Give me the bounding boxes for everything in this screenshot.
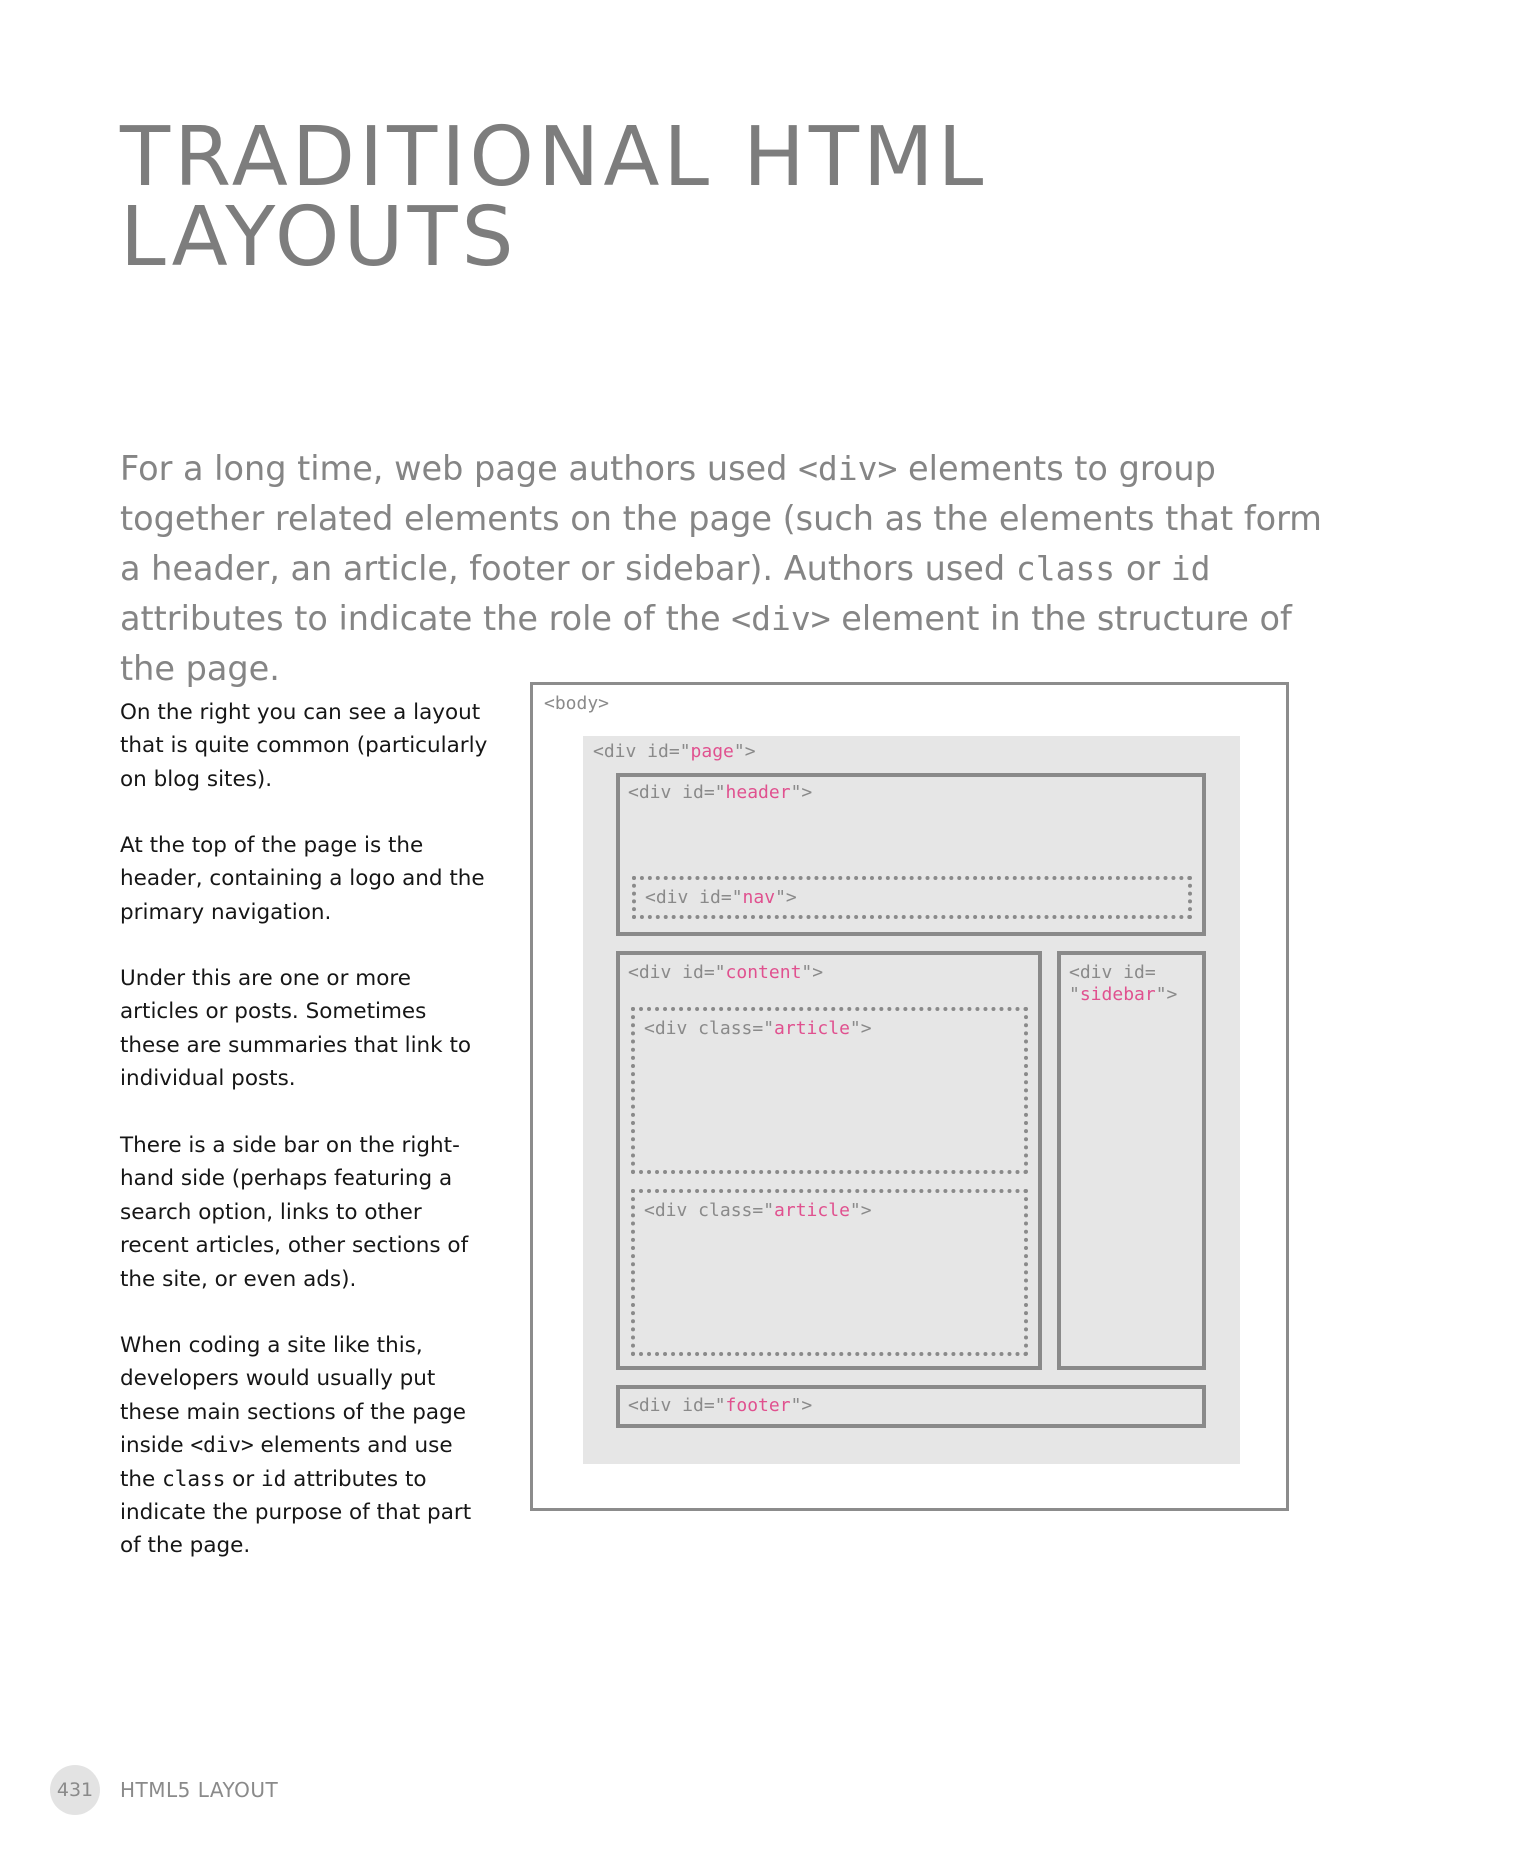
intro-text: elements to group together related eleme… xyxy=(120,449,1322,588)
side-text: attributes to indicate the purpose of th… xyxy=(120,1466,472,1559)
content-div-box: <div id="content"> <div class="article">… xyxy=(616,951,1042,1370)
footer-div-label: <div id="footer"> xyxy=(628,1395,813,1416)
nav-div-label: <div id="nav"> xyxy=(645,887,797,908)
title-line-1: TRADITIONAL HTML xyxy=(120,110,988,205)
side-paragraph-4: There is a side bar on the right-hand si… xyxy=(120,1133,469,1292)
sidebar-div-label: <div id= "sidebar"> xyxy=(1069,962,1178,1005)
sidebar-div-box: <div id= "sidebar"> xyxy=(1057,951,1206,1370)
content-div-label: <div id="content"> xyxy=(628,962,824,983)
intro-code: class xyxy=(1015,549,1116,588)
article-div-box-2: <div class="article"> xyxy=(631,1189,1028,1356)
page-div-label: <div id="page"> xyxy=(593,741,756,762)
side-paragraph-1: On the right you can see a layout that i… xyxy=(120,700,488,792)
side-text: or xyxy=(225,1466,262,1492)
body-tag-label: <body> xyxy=(544,693,610,714)
header-div-label: <div id="header"> xyxy=(628,782,813,803)
layout-diagram: <body> <div id="page"> <div id="header">… xyxy=(530,682,1289,1511)
article-div-label-1: <div class="article"> xyxy=(644,1018,872,1039)
side-code: <div> xyxy=(190,1433,254,1458)
side-paragraph-2: At the top of the page is the header, co… xyxy=(120,833,485,925)
header-div-box: <div id="header"> <div id="nav"> xyxy=(616,773,1206,936)
running-head-section: HTML5 LAYOUT xyxy=(120,1778,279,1802)
intro-code: <div> xyxy=(798,449,898,488)
intro-code: id xyxy=(1170,549,1211,588)
title-line-2: LAYOUTS xyxy=(120,190,518,285)
intro-text: or xyxy=(1115,549,1171,588)
page-title: TRADITIONAL HTML LAYOUTS xyxy=(120,110,1220,285)
page-div-box: <div id="page"> <div id="header"> <div i… xyxy=(583,736,1240,1464)
intro-paragraph: For a long time, web page authors used <… xyxy=(120,444,1340,694)
intro-text: element in the structure of the page. xyxy=(120,599,1292,688)
side-text: When coding a site like this, developers… xyxy=(120,1333,466,1459)
side-code: class xyxy=(162,1466,226,1491)
side-text: elements and use the xyxy=(120,1433,453,1492)
page-number: 431 xyxy=(50,1765,100,1815)
intro-text: attributes to indicate the role of the xyxy=(120,599,732,638)
article-div-box-1: <div class="article"> xyxy=(631,1007,1028,1174)
intro-code: <div> xyxy=(731,599,831,638)
intro-text: For a long time, web page authors used xyxy=(120,449,799,488)
side-paragraph-5: When coding a site like this, developers… xyxy=(120,1329,490,1563)
side-paragraph-3: Under this are one or more articles or p… xyxy=(120,966,472,1092)
nav-div-box: <div id="nav"> xyxy=(632,876,1192,919)
article-div-label-2: <div class="article"> xyxy=(644,1200,872,1221)
footer-div-box: <div id="footer"> xyxy=(616,1385,1206,1428)
side-code: id xyxy=(261,1466,287,1491)
